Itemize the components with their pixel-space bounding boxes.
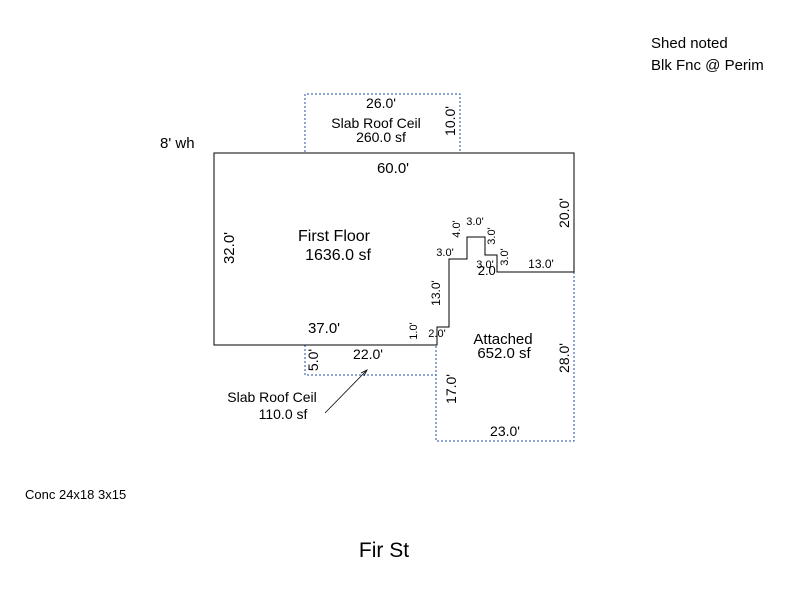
wall-height-note: 8' wh	[160, 135, 195, 152]
dim-notch-top: 3.0'	[466, 216, 483, 228]
dim-notch-bottom: 3.0'	[476, 259, 493, 271]
first-floor-outline	[213, 152, 575, 346]
dim-notch-ledge: 3.0'	[436, 247, 453, 259]
street-label: Fir St	[359, 539, 409, 562]
attached-area: 652.0 sf	[477, 345, 531, 362]
dim-house-right-upper: 20.0'	[556, 198, 572, 228]
dim-slab-top-depth: 10.0'	[442, 106, 458, 136]
dim-jog-vertical: 13.0'	[429, 280, 443, 306]
slab-roof-bottom-outline	[304, 345, 436, 376]
dim-notch-inner: 3.0'	[499, 248, 511, 265]
dim-step-right: 13.0'	[528, 257, 554, 271]
dim-attached-left: 17.0'	[443, 374, 459, 404]
dim-jog-small-horizontal: 2.0'	[428, 328, 445, 340]
dim-house-left: 32.0'	[221, 232, 238, 264]
first-floor-area: 1636.0 sf	[305, 247, 371, 264]
fence-note: Blk Fnc @ Perim	[651, 57, 764, 74]
slab-pointer-arrowhead	[360, 369, 368, 377]
dim-jog-small-vertical: 1.0'	[408, 322, 420, 339]
slab-pointer-line	[324, 369, 368, 414]
dim-attached-right: 28.0'	[556, 343, 572, 373]
dim-notch-left: 4.0'	[451, 220, 463, 237]
dim-slab-bottom-width: 22.0'	[353, 346, 383, 362]
dim-attached-bottom: 23.0'	[490, 423, 520, 439]
slab-top-name: Slab Roof Ceil	[331, 115, 421, 131]
concrete-note: Conc 24x18 3x15	[25, 487, 126, 502]
shed-note: Shed noted	[651, 35, 728, 52]
attached-area-outline	[435, 272, 575, 442]
slab-bottom-area: 110.0 sf	[259, 406, 308, 422]
dim-house-bottom: 37.0'	[308, 320, 340, 337]
dim-slab-top-width: 26.0'	[366, 95, 396, 111]
dim-slab-bottom-depth: 5.0'	[305, 349, 321, 371]
dim-notch-gap: 2.0'	[478, 263, 499, 278]
slab-bottom-name: Slab Roof Ceil	[227, 389, 317, 405]
dim-house-top: 60.0'	[377, 160, 409, 177]
dim-notch-right: 3.0'	[486, 227, 498, 244]
slab-top-area: 260.0 sf	[356, 129, 406, 145]
first-floor-name: First Floor	[298, 228, 371, 245]
slab-roof-top-outline	[304, 93, 461, 152]
attached-name: Attached	[473, 331, 532, 348]
